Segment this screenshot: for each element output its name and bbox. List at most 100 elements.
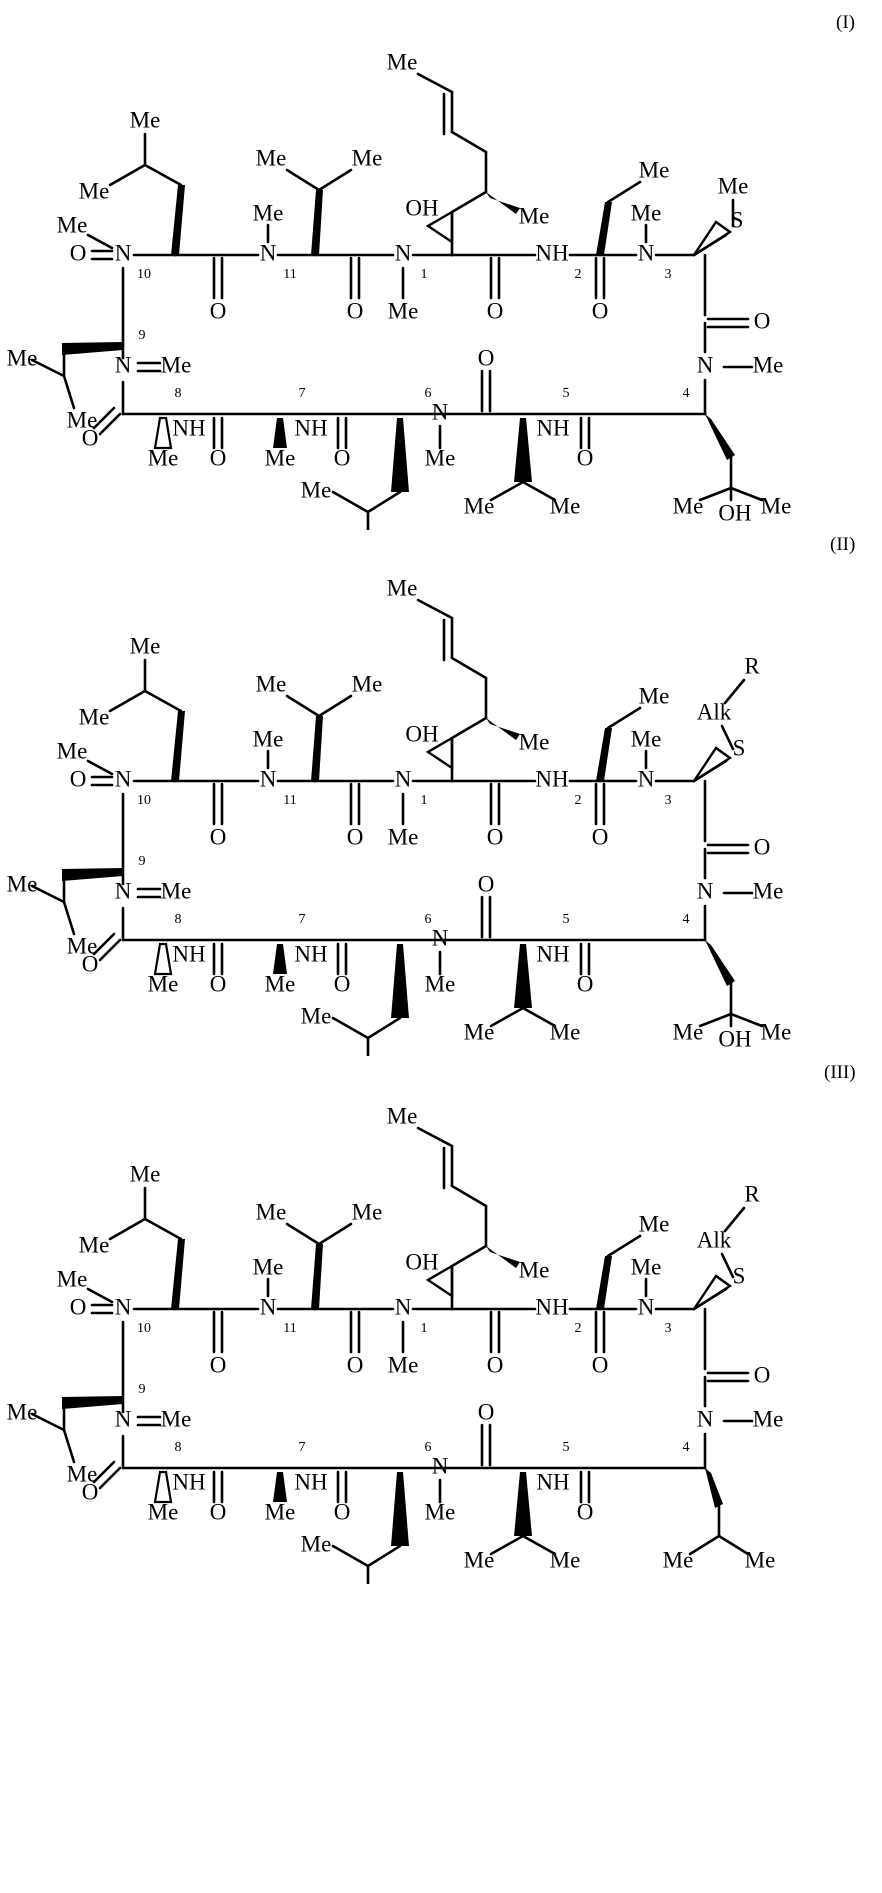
residue-number: 10 — [137, 793, 151, 808]
atom-O: O — [487, 824, 504, 849]
atom-Me: Me — [631, 200, 662, 225]
atom-O: O — [347, 1352, 364, 1377]
residue-number: 11 — [283, 793, 296, 808]
atom-Me: Me — [387, 1103, 418, 1128]
atom-Me: Me — [753, 878, 784, 903]
atom-Me: Me — [425, 971, 456, 996]
atom-Me: Me — [130, 1161, 161, 1186]
atom-N3: N — [638, 766, 655, 791]
atom-Me: Me — [388, 824, 419, 849]
atom-O: O — [70, 1294, 87, 1319]
atom-Me: Me — [148, 971, 179, 996]
atom-N1: N — [395, 1294, 412, 1319]
atom-Me: Me — [519, 1257, 550, 1282]
atom-NH: NH — [294, 941, 327, 966]
atom-N6: N — [432, 1453, 449, 1478]
atom-O: O — [210, 1352, 227, 1377]
residue-number: 3 — [665, 793, 672, 808]
atom-O: O — [210, 1499, 227, 1524]
atom-O: O — [478, 345, 495, 370]
atom-O: O — [334, 971, 351, 996]
atom-Me: Me — [7, 1399, 38, 1424]
atom-Me: Me — [57, 738, 88, 763]
atom-Me: Me — [253, 200, 284, 225]
residue-number: 8 — [175, 1440, 182, 1455]
atom-O: O — [487, 1352, 504, 1377]
atom-O: O — [577, 971, 594, 996]
atom-Me: Me — [57, 212, 88, 237]
atom-Me: Me — [352, 671, 383, 696]
atom-NH: NH — [172, 1469, 205, 1494]
atom-Me: Me — [519, 203, 550, 228]
residue-number: 3 — [665, 267, 672, 282]
atom-O: O — [70, 240, 87, 265]
residue-number: 1 — [421, 267, 428, 282]
residue-number: 6 — [425, 386, 432, 401]
atom-NH: NH — [536, 415, 569, 440]
atom-Me: Me — [256, 145, 287, 170]
residue-number: 3 — [665, 1321, 672, 1336]
atom-NH: NH — [294, 1469, 327, 1494]
atom-R: R — [744, 1181, 760, 1206]
atom-Me: Me — [639, 157, 670, 182]
atom-O: O — [487, 298, 504, 323]
residue-number: 4 — [683, 386, 690, 401]
structure-I-svg: O N Me O N Me O N Me O NH O N Me S Me Me… — [7, 49, 792, 530]
atom-Me: Me — [519, 729, 550, 754]
atom-R: R — [744, 653, 760, 678]
atom-Me: Me — [67, 1461, 98, 1486]
residue-number: 8 — [175, 386, 182, 401]
residue-number: 5 — [563, 912, 570, 927]
atom-N10: N — [115, 766, 132, 791]
atom-Me: Me — [352, 1199, 383, 1224]
atom-O: O — [82, 1479, 99, 1504]
atom-O: O — [347, 298, 364, 323]
atom-N9: N — [115, 878, 132, 903]
atom-Me: Me — [753, 352, 784, 377]
atom-O: O — [82, 951, 99, 976]
atom-Me: Me — [631, 1254, 662, 1279]
residue-number: 4 — [683, 1440, 690, 1455]
atom-N4: N — [697, 1406, 714, 1431]
atom-N3: N — [638, 1294, 655, 1319]
atom-O: O — [592, 298, 609, 323]
atom-Me: Me — [761, 493, 792, 518]
atom-Me: Me — [301, 477, 332, 502]
atom-Me: Me — [67, 933, 98, 958]
chemical-structure-III: O N Me O N Me O N Me O NH O N Me S Alk R… — [0, 1084, 882, 1584]
residue-number: 9 — [139, 854, 146, 869]
atom-OH: OH — [405, 721, 438, 746]
chemical-structure-II: O N Me O N Me O N Me O NH O N Me S Alk R… — [0, 556, 882, 1056]
atom-OH: OH — [405, 1249, 438, 1274]
atom-Me: Me — [550, 1019, 581, 1044]
atom-N6: N — [432, 399, 449, 424]
residue-number: 5 — [563, 386, 570, 401]
atom-O: O — [478, 871, 495, 896]
atom-Me: Me — [464, 1019, 495, 1044]
formula-tag-II: (II) — [830, 534, 856, 555]
atom-Me: Me — [673, 493, 704, 518]
residue-number: 2 — [575, 267, 582, 282]
atom-N10: N — [115, 240, 132, 265]
atom-Me: Me — [161, 1406, 192, 1431]
atom-Me: Me — [130, 633, 161, 658]
atom-OH: OH — [405, 195, 438, 220]
atom-Me: Me — [388, 1352, 419, 1377]
atom-Me: Me — [265, 1499, 296, 1524]
structure-III-svg: O N Me O N Me O N Me O NH O N Me S Alk R… — [7, 1103, 783, 1584]
atom-O: O — [577, 1499, 594, 1524]
atom-N1: N — [395, 766, 412, 791]
atom-O: O — [70, 766, 87, 791]
atom-N9: N — [115, 1406, 132, 1431]
atom-OH: OH — [718, 1026, 751, 1051]
atom-NH: NH — [535, 766, 568, 791]
atom-Me: Me — [745, 1547, 776, 1572]
atom-O: O — [577, 445, 594, 470]
atom-Me: Me — [663, 1547, 694, 1572]
residue-number: 6 — [425, 1440, 432, 1455]
atom-O: O — [478, 1399, 495, 1424]
atom-Alk: Alk — [697, 1227, 732, 1252]
atom-O: O — [754, 308, 771, 333]
atom-Me: Me — [388, 298, 419, 323]
